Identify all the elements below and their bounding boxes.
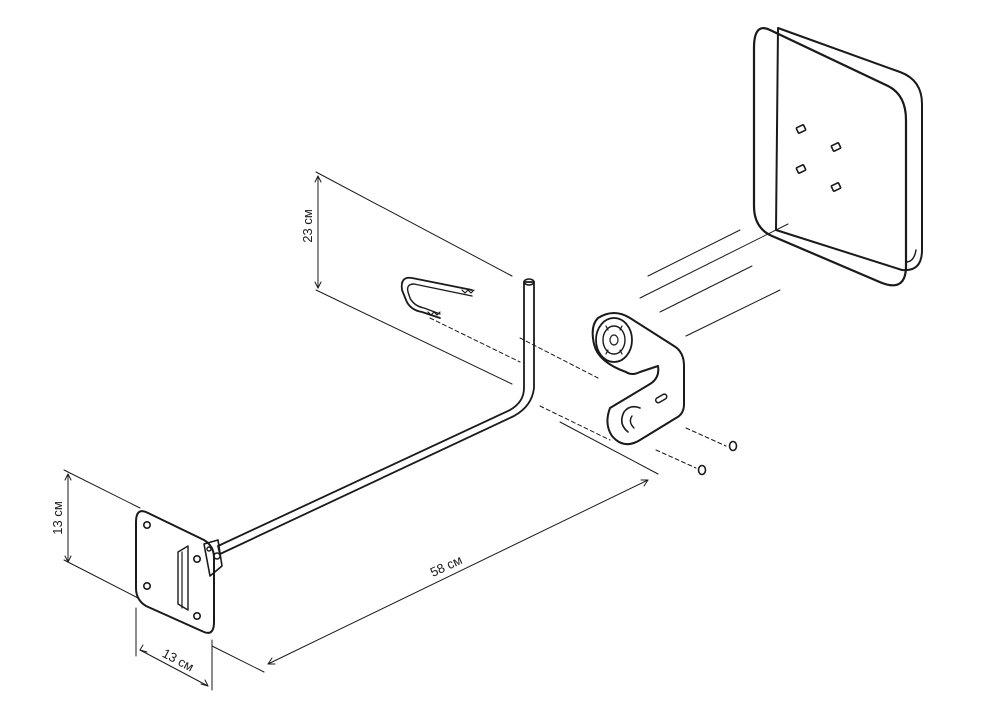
- dimension-rod-height: 23 см: [300, 171, 513, 385]
- label-plate-height: 13 см: [50, 501, 65, 535]
- mounting-bracket: [591, 312, 685, 446]
- label-rod-height: 23 см: [300, 209, 315, 243]
- dimension-plate-height: 13 см: [50, 469, 141, 599]
- device-slots: [795, 124, 842, 192]
- u-staple: [400, 276, 475, 319]
- label-rod-length: 58 см: [428, 552, 465, 580]
- wall-plate: [135, 510, 223, 634]
- square-device: [752, 27, 923, 287]
- l-rod: [217, 278, 535, 555]
- dimension-plate-width: 13 см: [135, 607, 213, 691]
- washers: [697, 440, 738, 476]
- alignment-lines: [429, 223, 789, 469]
- dimension-rod-length: 58 см: [211, 421, 659, 673]
